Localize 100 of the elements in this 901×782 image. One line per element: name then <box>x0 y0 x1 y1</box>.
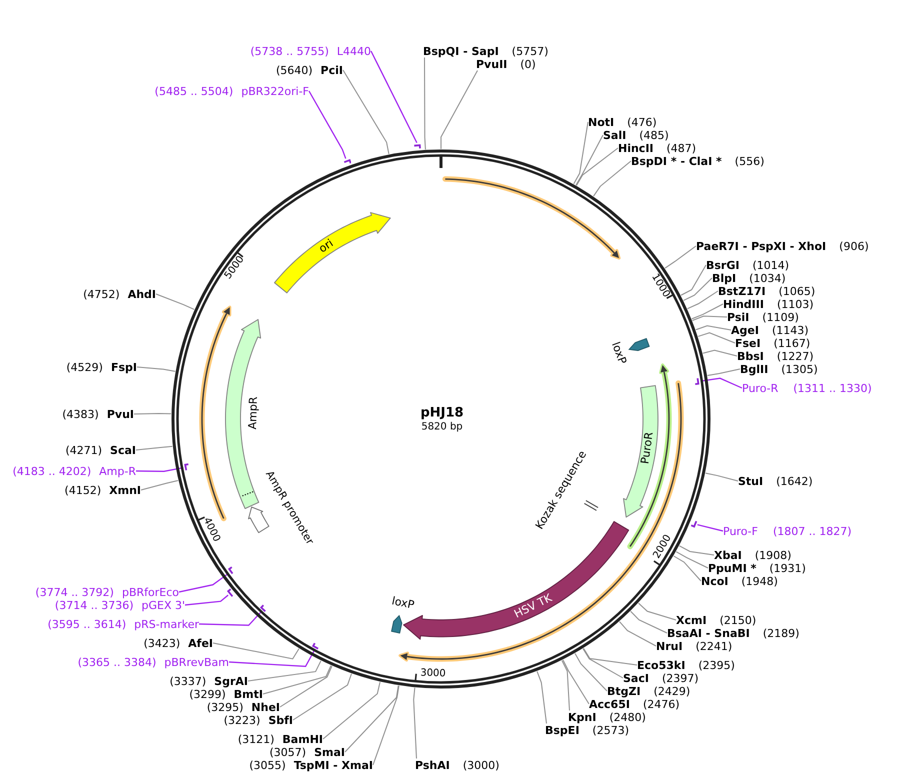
site-position: (1642) <box>776 474 813 488</box>
leader-line <box>691 304 724 320</box>
enzyme-name: NheI <box>251 700 280 714</box>
leader-line <box>342 70 390 155</box>
site-position: (1305) <box>781 362 818 376</box>
enzyme-name: PaeR7I - PspXI - XhoI <box>696 240 826 252</box>
leader-line <box>582 648 624 678</box>
leader-line <box>344 685 399 752</box>
primer-position: (5485 .. 5504) <box>154 84 234 98</box>
leader-line <box>212 642 300 660</box>
leader-line <box>140 480 179 490</box>
primer-name: pBR322ori-F <box>241 84 309 98</box>
plasmid-size: 5820 bp <box>421 422 463 432</box>
primer-name: L4440 <box>336 44 371 58</box>
leader-line <box>370 50 418 144</box>
tick-label: 3000 <box>420 667 446 680</box>
feature-label: loxP <box>390 594 416 612</box>
site-position: (4271) <box>65 444 102 456</box>
site-position: (3055) <box>249 758 286 772</box>
plasmid-name: pHJ18 <box>420 406 464 420</box>
site-position: (3299) <box>189 688 226 700</box>
site-position: (1948) <box>741 574 778 588</box>
leader-line <box>322 682 381 740</box>
leader-line <box>561 660 570 711</box>
leader-line <box>262 665 332 694</box>
site-position: (3223) <box>224 714 260 726</box>
leader-line <box>638 602 676 620</box>
enzyme-name: SmaI <box>314 746 345 758</box>
enzyme-name: SgrAI <box>214 674 248 688</box>
site-position: (906) <box>839 240 869 252</box>
enzyme-name: TspMI - XmaI <box>294 758 373 772</box>
site-position: (1143) <box>772 324 809 336</box>
site-position: (4152) <box>64 484 102 496</box>
site-position: (476) <box>627 116 657 128</box>
leader-line <box>700 378 742 389</box>
primer-position: (4183 .. 4202) <box>12 464 92 478</box>
site-position: (1065) <box>778 284 816 298</box>
site-position: (2395) <box>698 658 735 672</box>
enzyme-name: NotI <box>588 116 614 128</box>
leader-line <box>698 332 736 344</box>
leader-line <box>136 446 173 450</box>
site-position: (2429) <box>654 684 690 698</box>
site-position: (1014) <box>752 258 790 272</box>
enzyme-name: BglII <box>740 362 768 376</box>
site-position: (1227) <box>776 350 814 362</box>
site-position: (3121) <box>238 732 274 746</box>
leader-line <box>136 467 184 472</box>
primer-name: Puro-F <box>723 524 758 538</box>
site-position: (2480) <box>609 710 646 724</box>
enzyme-name: SalI <box>603 128 626 142</box>
site-position: (1103) <box>776 298 814 310</box>
leader-line <box>372 685 400 766</box>
leader-line <box>593 160 632 197</box>
enzyme-name: AfeI <box>188 636 213 650</box>
leader-line <box>706 368 740 376</box>
leader-line <box>583 648 638 666</box>
leader-line <box>692 316 728 321</box>
enzyme-name: Acc65I <box>589 698 630 710</box>
site-position: (487) <box>666 142 696 154</box>
enzyme-name: BsrGI <box>706 258 740 272</box>
feature-label: HSV TK <box>512 591 554 621</box>
primer-name: Puro-R <box>742 382 778 394</box>
enzyme-name: HincII <box>618 142 654 154</box>
site-position: (3000) <box>462 758 500 772</box>
leader-line <box>198 610 263 626</box>
feature-label: loxP <box>609 340 630 366</box>
site-position: (556) <box>734 154 764 168</box>
enzyme-name: Eco53kI <box>637 658 686 672</box>
primer-name: pRS-marker <box>134 618 199 630</box>
leader-line <box>618 621 656 646</box>
site-position: (1908) <box>754 548 792 562</box>
enzyme-name: BlpI <box>712 272 736 284</box>
leader-line <box>678 545 714 556</box>
leader-line <box>228 648 316 667</box>
enzyme-name: XcmI <box>676 614 707 626</box>
enzyme-name: KpnI <box>568 710 596 724</box>
site-position: (2476) <box>642 698 680 710</box>
primer-position: (3774 .. 3792) <box>35 586 114 598</box>
enzyme-name: FspI <box>110 360 137 374</box>
leader-line <box>705 472 738 482</box>
enzyme-name: BstZ17I <box>718 284 766 298</box>
leader-line <box>136 366 176 372</box>
primer-name: Amp-R <box>99 464 136 478</box>
site-position: (485) <box>639 128 669 142</box>
enzyme-name: ScaI <box>110 444 136 456</box>
enzyme-name: AgeI <box>731 324 759 336</box>
site-position: (2189) <box>762 626 800 640</box>
site-position: (4752) <box>83 288 120 300</box>
enzyme-name: BsaAI - SnaBI <box>667 626 750 640</box>
site-position: (2397) <box>662 672 699 684</box>
site-position: (4383) <box>62 408 99 420</box>
primer-name: pGEX 3' <box>141 598 185 612</box>
leader-line <box>574 652 608 692</box>
primer-position: (3365 .. 3384) <box>78 656 156 668</box>
leader-line <box>686 290 718 310</box>
enzyme-name: StuI <box>738 474 764 488</box>
tick-label: 4000 <box>200 516 222 544</box>
site-position: (3295) <box>206 700 244 714</box>
leader-line <box>440 70 478 150</box>
primer-name: pBRforEco <box>122 586 179 598</box>
